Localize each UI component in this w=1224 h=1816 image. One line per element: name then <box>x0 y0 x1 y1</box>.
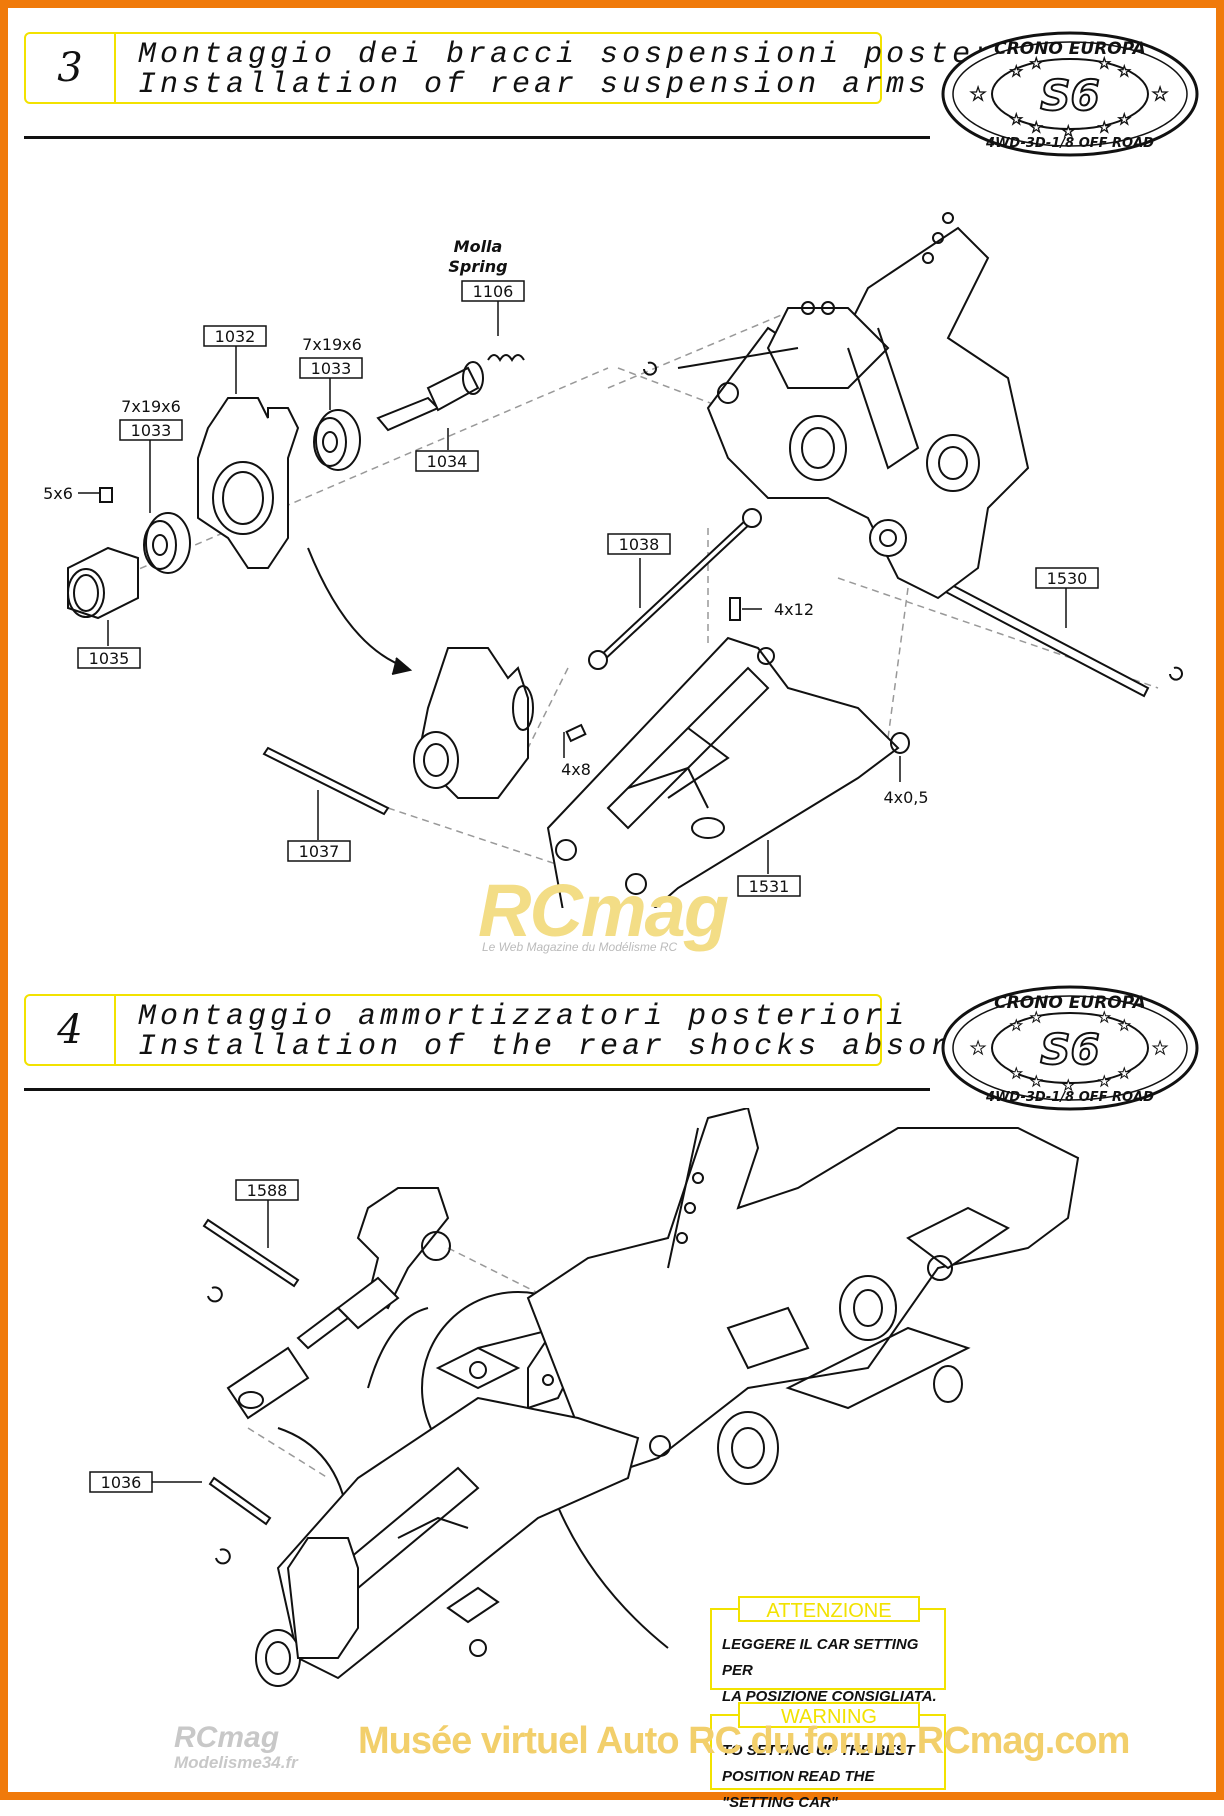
bearing-b <box>313 409 361 471</box>
part-1038: 1038 <box>619 535 660 554</box>
step-4-title: Montaggio ammortizzatori posteriori Inst… <box>138 1002 1040 1062</box>
part-1034: 1034 <box>427 452 468 471</box>
spring-label-en: Spring <box>448 257 507 276</box>
step-4-header: 4 Montaggio ammortizzatori posteriori In… <box>24 994 1036 1066</box>
footer-logo: RCmag Modelisme34.fr <box>174 1723 298 1773</box>
step-4-diagram: 1588 1036 <box>89 1108 1080 1687</box>
assembled-hub <box>413 647 534 799</box>
logo-center-text: S6 <box>1040 71 1099 120</box>
svg-text:★: ★ <box>1030 120 1043 136</box>
watermark-tagline: Le Web Magazine du Modélisme RC <box>482 940 678 954</box>
lower-arm-part <box>546 636 900 908</box>
svg-text:★: ★ <box>1118 1018 1131 1034</box>
size-grub: 5x6 <box>43 484 73 503</box>
svg-text:★: ★ <box>1098 1010 1111 1026</box>
hub-carrier-part <box>197 397 300 569</box>
svg-text:★: ★ <box>1030 56 1043 72</box>
step-3-rule <box>24 136 930 139</box>
size-screw-b: 4x8 <box>561 760 591 779</box>
hub-nut-part <box>67 546 139 620</box>
shock-absorber <box>226 1187 451 1420</box>
svg-text:★: ★ <box>1098 56 1111 72</box>
step-3-title-it: Montaggio dei bracci sospensioni posteri… <box>138 38 1085 72</box>
size-screw-a: 4x12 <box>774 600 814 619</box>
crono-logo-2: CRONO EUROPA S6 4WD-3D-1/8 OFF ROAD ★ ★ … <box>941 985 1199 1111</box>
svg-text:★: ★ <box>1098 120 1111 136</box>
step-3-number: 3 <box>26 34 116 102</box>
size-washer: 4x0,5 <box>883 788 928 807</box>
step-4-number: 4 <box>26 996 116 1064</box>
attention-text: LEGGERE IL CAR SETTING PER LA POSIZIONE … <box>722 1636 937 1705</box>
step-3-title-en: Installation of rear suspension arms <box>138 68 931 102</box>
attention-notice: ATTENZIONE LEGGERE IL CAR SETTING PER LA… <box>710 1596 946 1705</box>
svg-text:★: ★ <box>1118 64 1131 80</box>
logo-2-center-text: S6 <box>1040 1025 1099 1074</box>
footer-text: Musée virtuel Auto RC du forum RCmag.com <box>358 1720 1130 1762</box>
part-1588: 1588 <box>247 1181 288 1200</box>
svg-text:★: ★ <box>1062 124 1075 140</box>
svg-text:★: ★ <box>1152 84 1168 105</box>
drive-cup-part <box>376 361 484 432</box>
step-4-rule <box>24 1088 930 1091</box>
svg-text:★: ★ <box>1118 112 1131 128</box>
step-4-title-en: Installation of the rear shocks absorber… <box>138 1030 1041 1064</box>
warning-title: WARNING <box>738 1702 920 1728</box>
svg-text:★: ★ <box>970 84 986 105</box>
svg-text:★: ★ <box>1010 112 1023 128</box>
svg-text:★: ★ <box>1062 1078 1075 1094</box>
logo-stars: ★ ★ ★ ★ ★ ★ ★ ★ ★ ★ ★ <box>969 55 1168 140</box>
watermark-brand: RCmag <box>478 869 729 952</box>
step-4-title-it: Montaggio ammortizzatori posteriori <box>138 1000 909 1034</box>
logo-2-bottom-text: 4WD-3D-1/8 OFF ROAD <box>985 1090 1154 1105</box>
svg-text:★: ★ <box>1030 1010 1043 1026</box>
part-1036: 1036 <box>101 1473 142 1492</box>
part-1035: 1035 <box>89 649 130 668</box>
footer-logo-top: RCmag <box>174 1721 280 1754</box>
part-1530: 1530 <box>1047 569 1088 588</box>
gearbox-bulkhead <box>677 212 1030 600</box>
spring-label-it: Molla <box>454 237 503 256</box>
step-3-title: Montaggio dei bracci sospensioni posteri… <box>138 40 1084 100</box>
bearing-a <box>143 512 191 574</box>
logo-top-text: CRONO EUROPA <box>994 39 1146 59</box>
part-1037: 1037 <box>299 842 340 861</box>
size-bearing-b: 7x19x6 <box>302 335 362 354</box>
part-1033-b: 1033 <box>311 359 352 378</box>
svg-text:★: ★ <box>1010 64 1023 80</box>
logo-bottom-text: 4WD-3D-1/8 OFF ROAD <box>985 136 1154 151</box>
part-1106: 1106 <box>473 282 514 301</box>
svg-text:★: ★ <box>1030 1074 1043 1090</box>
step-3-header: 3 Montaggio dei bracci sospensioni poste… <box>24 32 1080 104</box>
suspension-arm <box>255 1396 640 1687</box>
part-1033-a: 1033 <box>131 421 172 440</box>
size-bearing-a: 7x19x6 <box>121 397 181 416</box>
step-3-diagram: Molla Spring 1106 1032 7x19x6 1 <box>43 212 1183 908</box>
svg-text:★: ★ <box>1010 1066 1023 1082</box>
attention-title: ATTENZIONE <box>738 1596 920 1622</box>
logo-2-stars: ★ ★ ★ ★ ★ ★ ★ ★ ★ ★ ★ <box>970 1010 1169 1095</box>
svg-text:★: ★ <box>1152 1038 1168 1059</box>
svg-text:★: ★ <box>1118 1066 1131 1082</box>
footer-logo-bottom: Modelisme34.fr <box>174 1753 298 1772</box>
svg-text:★: ★ <box>1098 1074 1111 1090</box>
warning-notice: WARNING TO SETTING UP THE BEST POSITION … <box>710 1702 946 1811</box>
part-1032: 1032 <box>215 327 256 346</box>
part-1531: 1531 <box>749 877 790 896</box>
logo-2-top-text: CRONO EUROPA <box>994 993 1146 1013</box>
svg-text:★: ★ <box>970 1038 986 1059</box>
crono-logo: CRONO EUROPA S6 4WD-3D-1/8 OFF ROAD ★ ★ … <box>941 31 1199 157</box>
svg-text:★: ★ <box>1010 1018 1023 1034</box>
rear-assembly <box>526 1108 1080 1485</box>
